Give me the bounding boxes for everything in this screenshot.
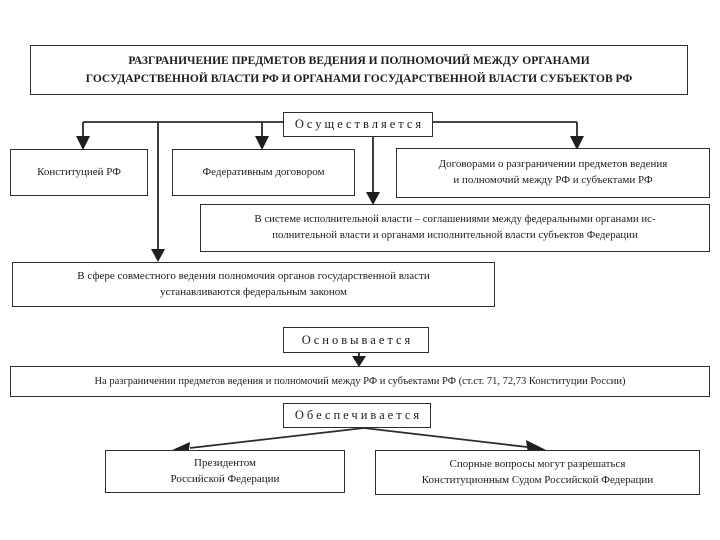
arrow-down-icon	[255, 136, 269, 150]
arrow-down-icon	[151, 249, 165, 262]
diagram-title: РАЗГРАНИЧЕНИЕ ПРЕДМЕТОВ ВЕДЕНИЯ И ПОЛНОМ…	[30, 45, 688, 95]
stage-label-based: Основывается	[283, 327, 429, 353]
node-federal-treaty: Федеративным договором	[172, 149, 355, 196]
node-constitution-rf: Конституцией РФ	[10, 149, 148, 196]
arrow-down-icon	[76, 136, 90, 150]
node-based-on-articles: На разграничении предметов ведения и пол…	[10, 366, 710, 397]
stage-label-implemented: Осуществляется	[283, 112, 433, 137]
stage-label-ensured: Обеспечивается	[283, 403, 431, 428]
node-constitutional-court: Спорные вопросы могут разрешаться Консти…	[375, 450, 700, 495]
node-delimitation-treaties: Договорами о разграничении предметов вед…	[396, 148, 710, 198]
arrow-down-icon	[352, 356, 366, 367]
node-president: Президентом Российской Федерации	[105, 450, 345, 493]
node-joint-jurisdiction: В сфере совместного ведения полномочия о…	[12, 262, 495, 307]
arrow-down-icon	[366, 192, 380, 205]
arrow-down-icon	[570, 136, 584, 150]
node-executive-agreements: В системе исполнительной власти – соглаш…	[200, 204, 710, 252]
